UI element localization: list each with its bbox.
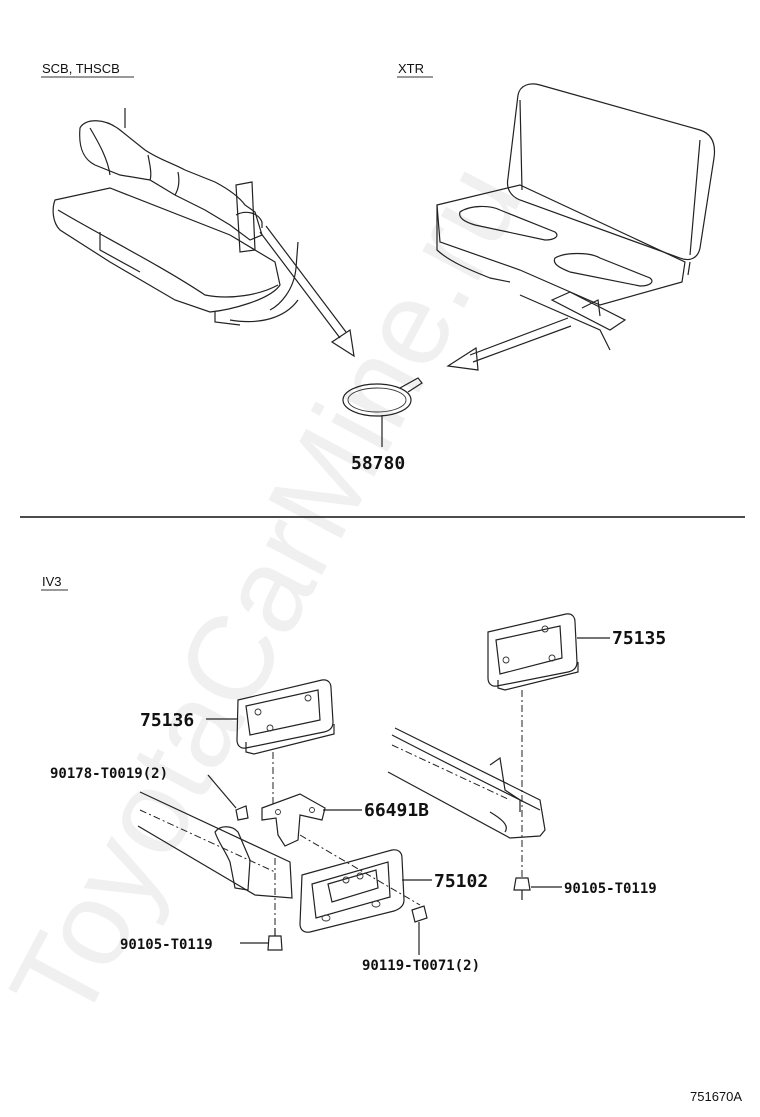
- part-number-90105-left: 90105-T0119: [120, 937, 213, 953]
- part-75136-bracket: [206, 679, 335, 755]
- part-number-90178: 90178-T0019(2): [50, 766, 168, 782]
- watermark: ToyotaCarMine.ru: [0, 143, 548, 1042]
- svg-text:IV3: IV3: [42, 574, 62, 589]
- svg-text:SCB, THSCB: SCB, THSCB: [42, 61, 120, 76]
- seat-illustration-left: [52, 108, 299, 326]
- part-number-75135: 75135: [612, 628, 666, 649]
- part-90178-nut: [207, 774, 249, 821]
- part-90119-bolt: [411, 905, 428, 955]
- bumper-right: [387, 690, 562, 900]
- section-label-iv3: IV3: [41, 574, 68, 591]
- part-75102-plate: [299, 834, 432, 933]
- part-number-58780: 58780: [351, 453, 405, 474]
- frame-left: [137, 791, 293, 951]
- part-66491B-bracket: [261, 752, 362, 847]
- part-number-75102: 75102: [434, 871, 488, 892]
- arrow-left: [259, 225, 355, 358]
- part-number-75136: 75136: [140, 710, 194, 731]
- part-75135-bracket: [487, 613, 610, 691]
- arrow-right: [446, 317, 572, 371]
- seat-illustration-right: [436, 83, 716, 351]
- figure-id: 751670A: [690, 1089, 742, 1104]
- svg-text:XTR: XTR: [398, 61, 424, 76]
- part-number-90119: 90119-T0071(2): [362, 958, 480, 974]
- part-number-90105-right: 90105-T0119: [564, 881, 657, 897]
- part-number-66491B: 66491B: [364, 800, 429, 821]
- part-58780-cord: [342, 377, 423, 447]
- section-label-scb: SCB, THSCB: [41, 61, 134, 78]
- section-label-xtr: XTR: [397, 61, 433, 78]
